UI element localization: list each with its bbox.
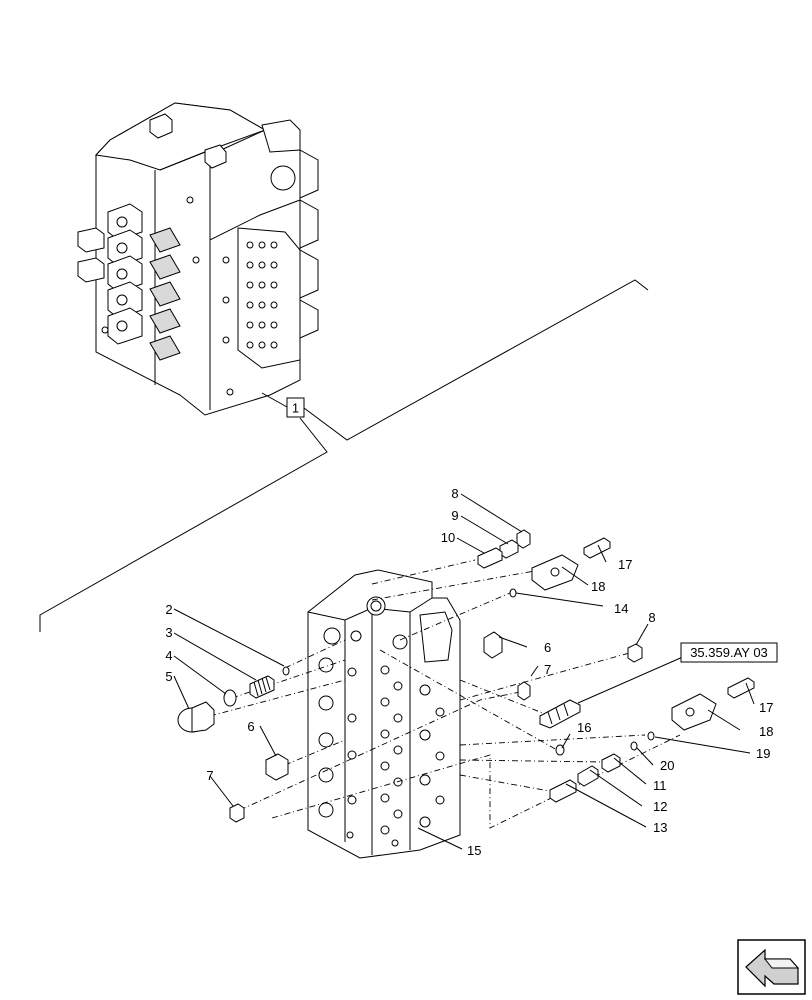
part-9 — [499, 539, 519, 559]
assembly-leader-lines — [39, 279, 649, 632]
callout-6-upper: 6 — [544, 640, 551, 655]
part-12 — [577, 765, 599, 787]
callout-leaders — [173, 493, 755, 850]
callout-8-upper: 8 — [451, 486, 458, 501]
port-holes — [318, 657, 445, 847]
callout-3: 3 — [165, 625, 172, 640]
valve-section-body — [307, 569, 461, 859]
part-6-lower — [265, 753, 289, 781]
callout-7-upper: 7 — [544, 662, 551, 677]
part-7-lower — [229, 803, 245, 823]
callout-11: 11 — [653, 778, 667, 793]
control-valve-assembly — [77, 102, 319, 416]
pressure-sensor — [539, 699, 581, 729]
part-7-upper — [517, 681, 531, 701]
part-5 — [177, 701, 215, 733]
assembly-axis-lines — [209, 559, 681, 829]
callout-20: 20 — [660, 758, 674, 773]
callout-17-lower: 17 — [759, 700, 773, 715]
part-17-lower — [727, 677, 755, 699]
part-10 — [477, 547, 503, 569]
callout-4: 4 — [165, 648, 172, 663]
wedge-pieces — [149, 227, 181, 361]
callout-19: 19 — [756, 746, 770, 761]
part-2 — [282, 666, 290, 676]
callout-14: 14 — [614, 601, 628, 616]
part-6-upper — [483, 631, 503, 659]
callout-16: 16 — [577, 720, 591, 735]
small-parts — [177, 529, 755, 823]
callout-6-lower: 6 — [247, 719, 254, 734]
reference-label[interactable]: 35.359.AY 03 — [690, 645, 768, 660]
reference-label-box[interactable]: 35.359.AY 03 — [680, 642, 778, 663]
part-8-lower — [627, 643, 643, 663]
callout-18-lower: 18 — [759, 724, 773, 739]
callout-8-lower: 8 — [648, 610, 655, 625]
callout-13: 13 — [653, 820, 667, 835]
callout-15: 15 — [467, 843, 481, 858]
part-4 — [223, 689, 237, 707]
callout-9: 9 — [451, 508, 458, 523]
callout-12: 12 — [653, 799, 667, 814]
part-20 — [630, 741, 638, 751]
callout-numbers: 8 9 10 17 18 14 2 3 4 5 6 7 8 6 7 16 17 … — [165, 486, 773, 858]
part-11 — [601, 753, 621, 773]
callout-2: 2 — [165, 602, 172, 617]
part-13 — [549, 779, 577, 803]
callout-box-1: 1 — [286, 397, 305, 418]
part-17-upper — [583, 537, 611, 559]
part-8-upper — [516, 529, 531, 549]
part-14 — [509, 588, 517, 598]
spool-caps — [107, 203, 143, 345]
part-3 — [249, 675, 275, 699]
callout-10: 10 — [441, 530, 455, 545]
navigation-arrow-icon[interactable] — [737, 939, 806, 995]
part-19 — [647, 731, 655, 741]
callout-17-upper: 17 — [618, 557, 632, 572]
callout-18-upper: 18 — [591, 579, 605, 594]
callout-7-lower: 7 — [206, 768, 213, 783]
bolt-pattern — [186, 196, 278, 349]
callout-5: 5 — [165, 669, 172, 684]
section-cylinders — [261, 119, 319, 339]
callout-label-1: 1 — [292, 401, 299, 416]
